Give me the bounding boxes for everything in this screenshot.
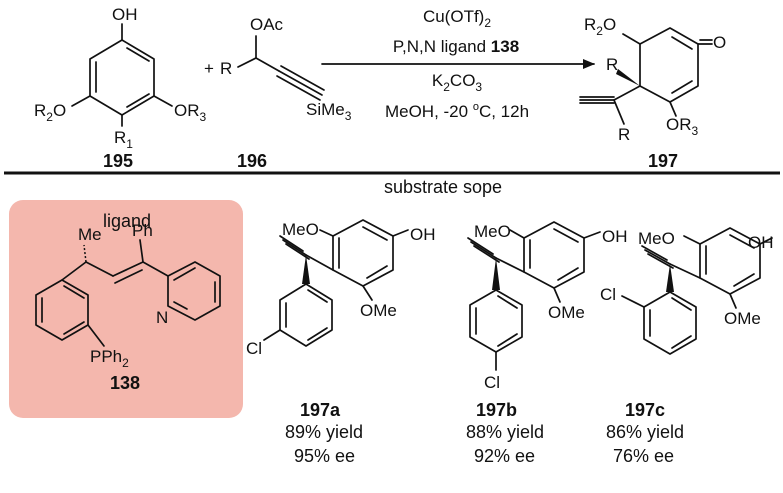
- product-r2o-label: R2O: [584, 15, 616, 38]
- 197c-ee: 76% ee: [613, 446, 674, 466]
- 197c-label: 197c: [625, 400, 665, 420]
- ligand-methyl-label: Me: [78, 225, 102, 244]
- ligand-138-label: 138: [110, 373, 140, 393]
- acetate-atom-label: OAc: [250, 15, 284, 34]
- compound-195-label: 195: [103, 151, 133, 171]
- 197c-methoxy-top: MeO: [638, 229, 675, 248]
- ligand-phenyl-label: Ph: [132, 221, 153, 240]
- compound-196-label: 196: [237, 151, 267, 171]
- product-197-structure: R2O O R R OR3: [579, 15, 726, 144]
- 197c-hydroxyl: OH: [748, 233, 774, 252]
- r2o-atom-label: R2O: [34, 101, 66, 124]
- or3-atom-label: OR3: [174, 101, 207, 124]
- trimethylsilyl-atom-label: SiMe3: [306, 100, 352, 123]
- product-197b-structure: MeO OH OMe Cl: [467, 221, 628, 392]
- r-substituent-label: R: [220, 59, 232, 78]
- 197b-hydroxyl: OH: [602, 227, 628, 246]
- 197a-chlorine: Cl: [246, 339, 262, 358]
- r1-atom-label: R1: [114, 128, 133, 151]
- 197a-label: 197a: [300, 400, 341, 420]
- 197a-methoxy-bottom: OMe: [360, 301, 397, 320]
- ligand-pyridine-nitrogen: N: [156, 308, 168, 327]
- product-or3-label: OR3: [666, 115, 699, 138]
- 197a-ee: 95% ee: [294, 446, 355, 466]
- 197b-ee: 92% ee: [474, 446, 535, 466]
- 197a-yield: 89% yield: [285, 422, 363, 442]
- product-ketone-oxygen: O: [713, 33, 726, 52]
- product-197a-structure: MeO OH OMe Cl: [246, 219, 436, 358]
- 197b-methoxy-top: MeO: [474, 222, 511, 241]
- condition-solvent-temperature: MeOH, -20 oC, 12h: [385, 101, 529, 121]
- ligand-panel-background: [9, 200, 243, 418]
- 197b-chlorine: Cl: [484, 373, 500, 392]
- 197a-hydroxyl: OH: [410, 225, 436, 244]
- ligand-138-structure: Me Ph N PPh2: [35, 221, 221, 370]
- product-side-r: R: [618, 125, 630, 144]
- 197c-methoxy-bottom: OMe: [724, 309, 761, 328]
- 197c-chlorine: Cl: [600, 285, 616, 304]
- 197b-methoxy-bottom: OMe: [548, 303, 585, 322]
- 197b-label: 197b: [476, 400, 517, 420]
- plus-sign: +: [204, 59, 214, 78]
- condition-ligand: P,N,N ligand 138: [393, 37, 519, 56]
- hydroxyl-atom-label: OH: [112, 5, 138, 24]
- product-197c-structure: MeO OH OMe Cl: [600, 227, 774, 355]
- 197a-methoxy-top: MeO: [282, 220, 319, 239]
- substrate-scope-heading: substrate sope: [384, 177, 502, 197]
- compound-197-label: 197: [648, 151, 678, 171]
- product-quaternary-r: R: [606, 55, 618, 74]
- condition-catalyst: Cu(OTf)2: [423, 7, 491, 30]
- condition-base: K2CO3: [432, 71, 483, 94]
- ligand-phosphine-label: PPh2: [90, 347, 129, 370]
- reactant-195-structure: OH R2O OR3 R1: [34, 5, 207, 151]
- 197b-yield: 88% yield: [466, 422, 544, 442]
- 197c-yield: 86% yield: [606, 422, 684, 442]
- reactant-196-structure: OAc R SiMe3: [220, 15, 352, 123]
- ligand-panel-title: ligand: [103, 211, 151, 231]
